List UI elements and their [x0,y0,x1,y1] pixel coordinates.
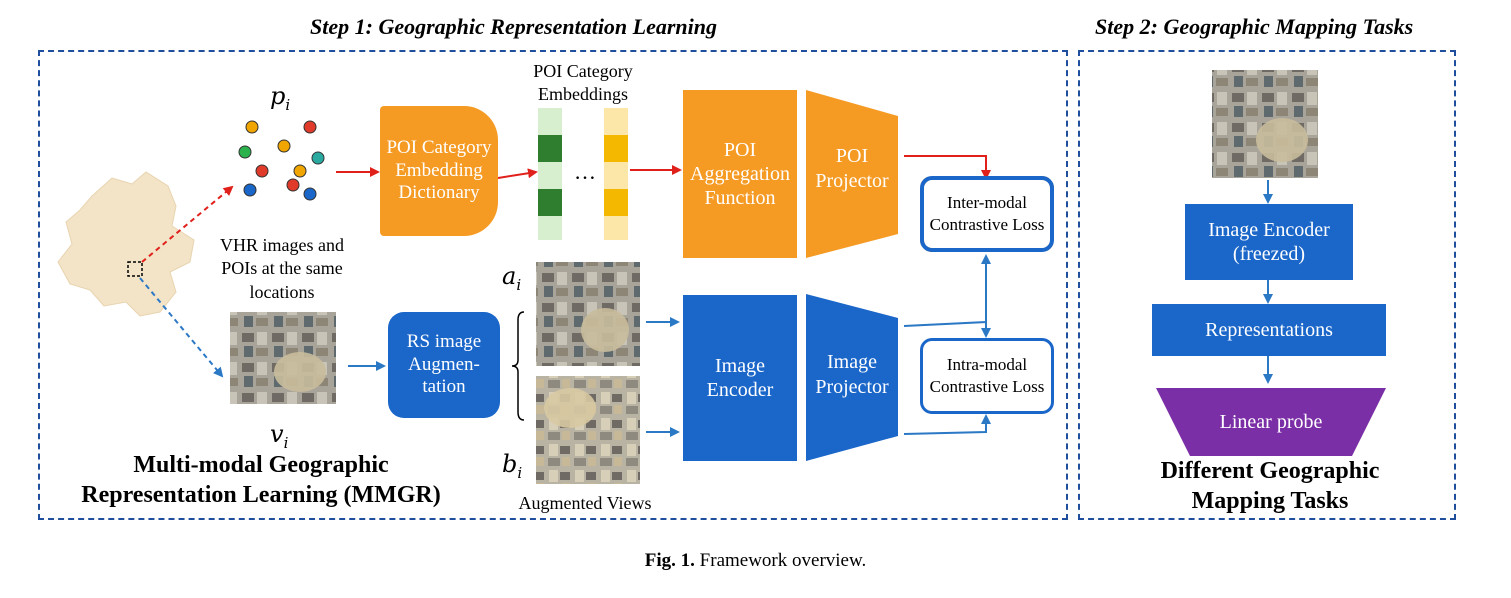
rs-image-augmentation: RS image Augmen- tation [388,312,500,418]
figure-number: Fig. 1. [644,550,695,571]
representations-box: Representations [1152,304,1386,356]
image-encoder: Image Encoder [683,295,797,461]
augmented-views-label: Augmented Views [518,493,652,513]
image-projector-shape [806,294,898,461]
image-encoder-frozen: Image Encoder (freezed) [1185,204,1353,280]
poi-dots [238,120,325,201]
city-map-shape [57,171,195,317]
aug-b-symbol: bi [502,450,523,482]
step2-panel [1078,50,1456,520]
poi-embedding-dictionary: POI Category Embedding Dictionary [380,106,498,236]
linear-probe-shape [1156,388,1386,456]
embedding-column-green [538,108,562,240]
image-projector-label: Image Projector [815,351,889,398]
aug-a-symbol: ai [502,262,522,294]
location-marker [127,261,143,277]
embedding-column-yellow [604,108,628,240]
mmgr-title: Multi-modal Geographic Representation Le… [81,452,441,508]
poi-projector-label: POI Projector [815,145,889,192]
vhr-caption: VHR images and POIs at the same location… [220,235,344,302]
poi-projector-shape [806,90,898,258]
figure-caption: Fig. 1. Framework overview. [0,550,1511,572]
linear-probe-label: Linear probe [1219,411,1323,433]
step2-header: Step 2: Geographic Mapping Tasks [1095,14,1414,39]
intra-modal-contrastive-loss: Intra-modal Contrastive Loss [920,338,1054,414]
poi-symbol: pi [270,82,291,114]
augmented-view-b [536,376,640,484]
poi-aggregation-function: POI Aggregation Function [683,90,797,258]
inter-modal-contrastive-loss: Inter-modal Contrastive Loss [920,176,1054,252]
figure-caption-text: Framework overview. [699,550,867,571]
poi-embeddings-title: POI Category Embeddings [533,61,633,105]
step1-panel [38,50,1068,520]
augmented-view-a [536,262,640,366]
image-symbol: vi [270,420,289,452]
tasks-title: Different Geographic Mapping Tasks [1160,458,1380,514]
ellipsis: … [574,159,596,184]
step1-header: Step 1: Geographic Representation Learni… [310,14,718,39]
